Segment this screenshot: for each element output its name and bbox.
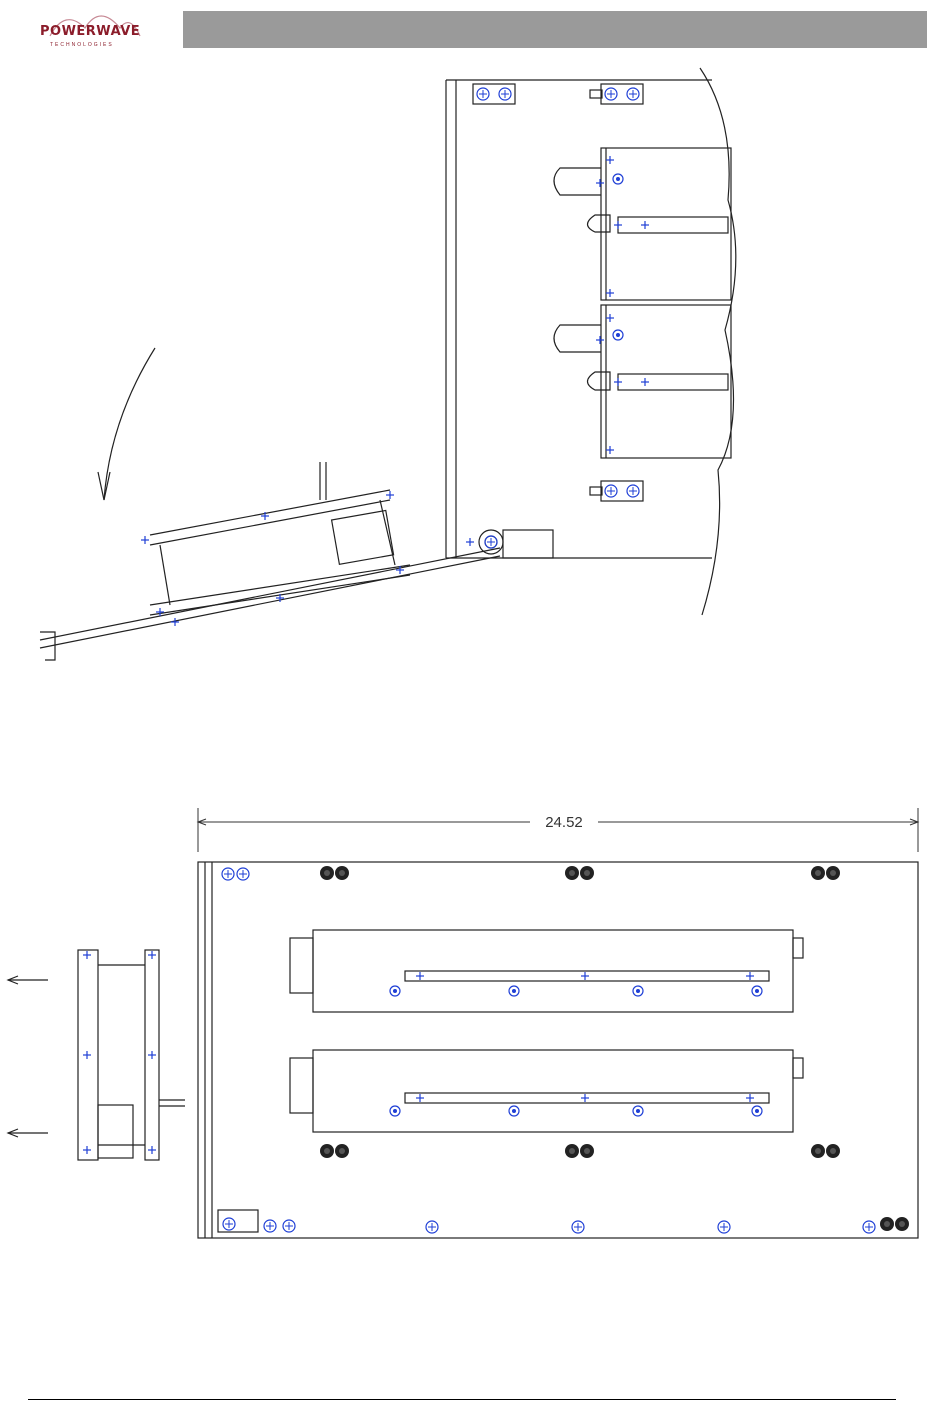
footer-rule — [28, 1399, 896, 1400]
top-view-fasteners — [141, 88, 649, 626]
dimension-label: 24.52 — [545, 814, 583, 831]
cabinet-front-view — [8, 862, 918, 1238]
cabinet-side-view — [40, 68, 736, 660]
